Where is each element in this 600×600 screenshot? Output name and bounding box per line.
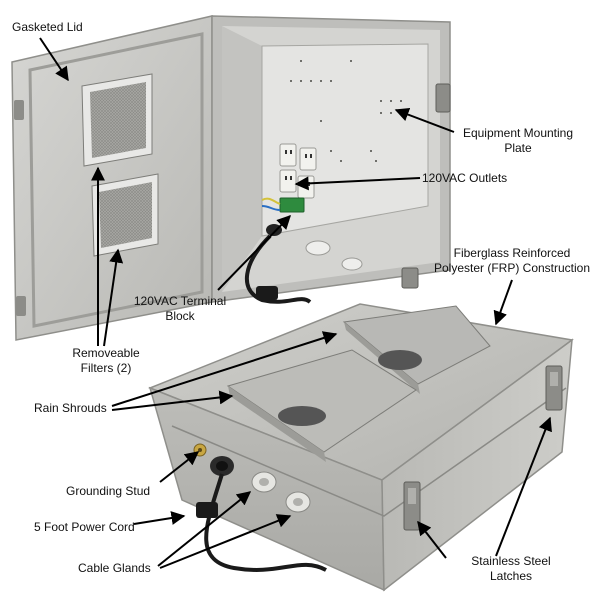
cable-gland-1 (251, 471, 277, 493)
plug-bottom (196, 502, 218, 518)
label-terminal-line1: 120VAC Terminal (133, 294, 227, 308)
callout-arrows (39, 37, 552, 569)
arrow-latches-b (495, 416, 552, 557)
label-cable-glands: Cable Glands (78, 561, 151, 575)
filter-top (81, 73, 153, 167)
label-filters: Removeable Filters (2) (56, 346, 156, 376)
label-power-cord: 5 Foot Power Cord (34, 520, 135, 534)
label-mounting-plate: Equipment Mounting Plate (452, 126, 584, 156)
lid-hinge-top (14, 100, 24, 120)
arrow-latches-a (417, 520, 447, 559)
open-enclosure (11, 15, 451, 341)
arrow-mounting-plate (394, 107, 455, 133)
arrow-gasketed-lid (39, 37, 69, 82)
label-frp-line1: Fiberglass Reinforced (453, 246, 571, 260)
mounting-holes (290, 60, 402, 162)
label-rain-shrouds: Rain Shrouds (34, 401, 107, 415)
cord-gland (210, 456, 234, 476)
arrow-terminal (217, 214, 291, 291)
open-latch (435, 83, 451, 113)
rain-shroud-back (342, 305, 491, 394)
arrow-grounding (159, 451, 200, 483)
label-latches: Stainless Steel Latches (446, 554, 576, 584)
label-frp: Fiberglass Reinforced Polyester (FRP) Co… (430, 246, 594, 276)
label-outlets: 120VAC Outlets (422, 171, 508, 185)
label-filters-line1: Removeable (72, 346, 140, 360)
lid-gasket (28, 32, 204, 328)
arrow-frp (493, 279, 513, 326)
interior-left-wall (222, 26, 262, 292)
terminal-block (261, 197, 305, 213)
arrow-rain-shroud-a (111, 331, 338, 407)
open-latch-hinge (401, 267, 419, 289)
label-grounding-stud: Grounding Stud (66, 484, 151, 498)
label-latches-line2: Latches (489, 569, 533, 583)
label-mounting-plate-line1: Equipment Mounting (462, 126, 574, 140)
lid-hinge-bottom (16, 296, 26, 316)
arrow-glands-a (157, 491, 252, 567)
arrow-outlets (294, 176, 421, 191)
label-terminal-block: 120VAC Terminal Block (126, 294, 234, 324)
cable-gland-2 (285, 491, 311, 513)
arrow-rain-shroud-b (111, 390, 234, 411)
knockout-2 (341, 257, 363, 271)
knockout-1 (305, 240, 331, 256)
label-filters-line2: Filters (2) (80, 361, 132, 375)
rain-shroud-front (226, 349, 417, 462)
plug-top (256, 286, 278, 300)
label-latches-line1: Stainless Steel (471, 554, 551, 568)
arrow-filters-b (103, 248, 124, 347)
latch-right-top (545, 365, 563, 411)
label-terminal-line2: Block (165, 309, 195, 323)
label-gasketed-lid: Gasketed Lid (12, 20, 83, 34)
label-frp-line2: Polyester (FRP) Construction (433, 261, 591, 275)
arrow-glands-b (159, 514, 292, 569)
filter-bottom (91, 173, 159, 257)
arrow-power-cord (133, 511, 186, 525)
label-mounting-plate-line2: Plate (504, 141, 532, 155)
latch-front (403, 481, 421, 531)
